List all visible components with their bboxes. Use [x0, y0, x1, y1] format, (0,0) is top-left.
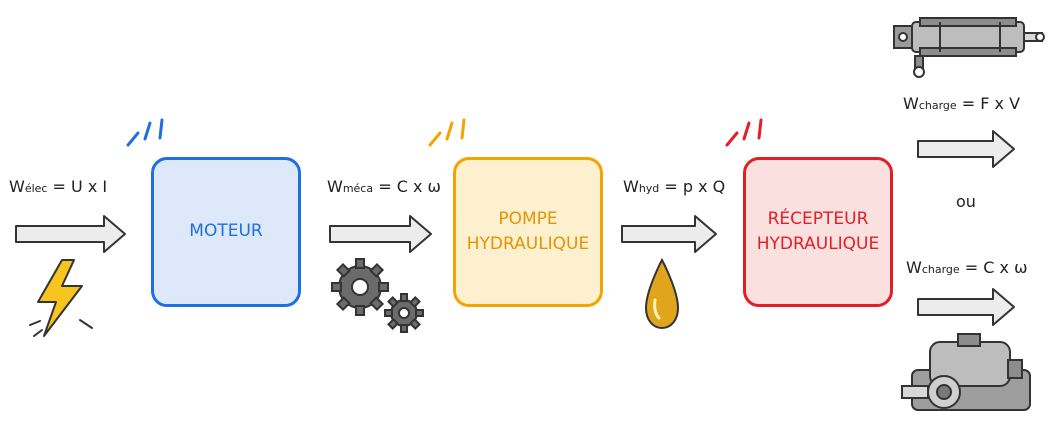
formula-hyd: Whyd = p x Q [623, 177, 726, 196]
block-recepteur-hydraulique: RÉCEPTEUR HYDRAULIQUE [743, 157, 893, 307]
oil-drop-icon [644, 257, 680, 330]
or-label: ou [956, 192, 976, 211]
emphasis-marks-blue [126, 118, 164, 147]
arrow-hyd [621, 215, 717, 253]
hydraulic-motor-icon [901, 333, 1031, 411]
formula-charge-verin: Wcharge = F x V [903, 94, 1021, 113]
block-moteur-label: MOTEUR [189, 221, 263, 242]
gears-icon [331, 258, 424, 333]
block-pompe-line1: POMPE [498, 208, 558, 229]
block-recepteur-line2: HYDRAULIQUE [756, 234, 880, 254]
emphasis-marks-red [725, 118, 763, 147]
emphasis-marks-yellow [428, 118, 466, 147]
hydraulic-cylinder-icon [893, 17, 1045, 78]
block-pompe-line2: HYDRAULIQUE [466, 234, 590, 254]
arrow-meca [329, 215, 432, 253]
lightning-icon [29, 259, 93, 337]
formula-elec: Wélec = U x I [9, 177, 108, 196]
formula-charge-moteur: Wcharge = C x ω [906, 258, 1028, 277]
block-pompe-hydraulique: POMPE HYDRAULIQUE [453, 157, 603, 307]
formula-meca: Wméca = C x ω [327, 177, 441, 196]
block-moteur: MOTEUR [151, 157, 301, 307]
arrow-out-bottom [917, 288, 1015, 326]
arrow-elec [15, 215, 126, 253]
block-recepteur-line1: RÉCEPTEUR [767, 208, 869, 229]
arrow-out-top [917, 130, 1015, 168]
